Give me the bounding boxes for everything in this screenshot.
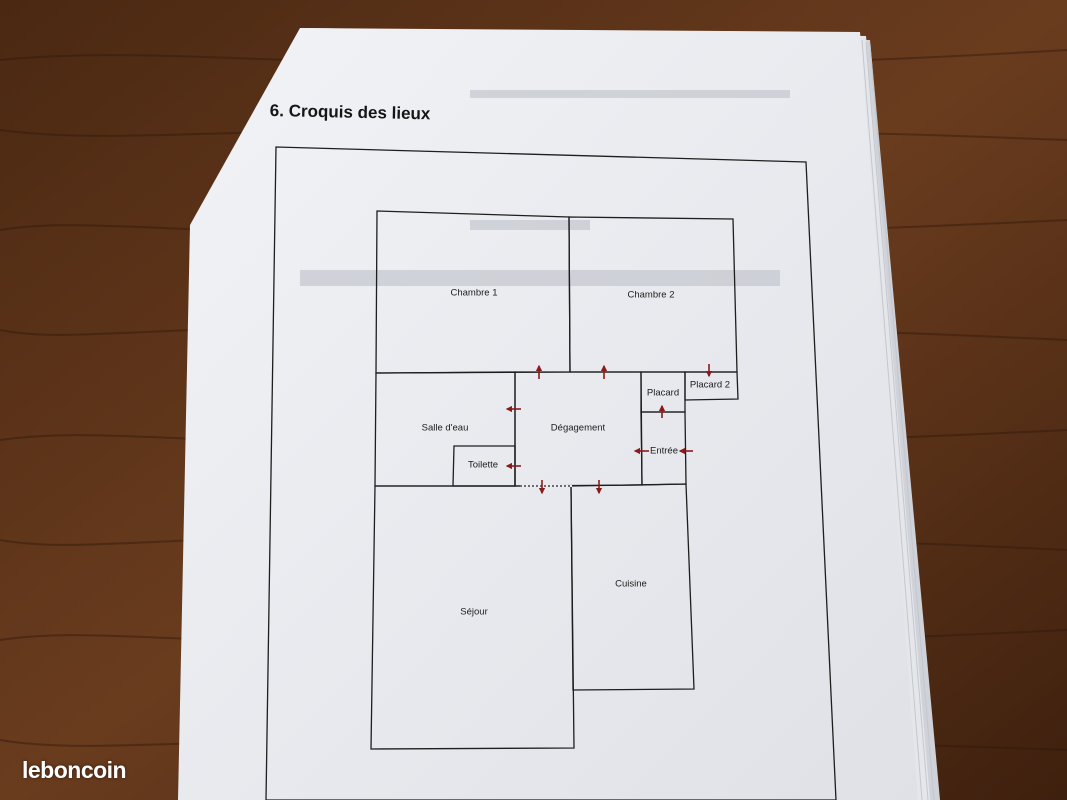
section-title: 6. Croquis des lieux (269, 101, 431, 124)
room-label-placard: Placard (646, 387, 680, 399)
floor-plan-walls (370, 210, 739, 750)
room-label-cuisine: Cuisine (615, 578, 647, 590)
paper-edges (861, 39, 935, 800)
cuisine-outline (570, 483, 695, 691)
room-label-entree: Entrée (650, 445, 678, 457)
room-label-degagement: Dégagement (550, 422, 606, 434)
paper-sheet (178, 28, 918, 800)
placard-2-outline (684, 371, 739, 401)
room-label-chambre-1: Chambre 1 (450, 287, 498, 299)
sketch-frame (265, 146, 837, 800)
bleed-through (300, 90, 790, 286)
room-label-sejour: Séjour (460, 606, 488, 618)
room-label-toilette: Toilette (467, 459, 499, 471)
watermark-logo: leboncoin (22, 757, 127, 783)
sejour-outline (370, 485, 575, 750)
room-label-salle-deau: Salle d'eau (421, 422, 469, 434)
room-label-chambre-2: Chambre 2 (627, 289, 675, 301)
room-label-placard-2: Placard 2 (689, 379, 731, 391)
door-arrows (505, 364, 713, 495)
